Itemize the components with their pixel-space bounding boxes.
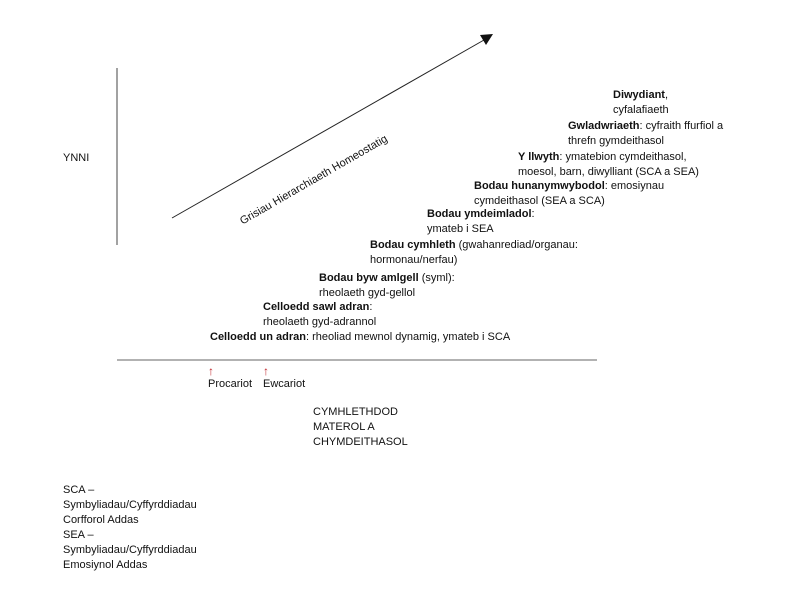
step-1: Celloedd un adran: rheoliad mewnol dynam…	[210, 331, 511, 343]
step-4: Bodau cymhleth (gwahanrediad/organau:hor…	[370, 239, 578, 266]
step-3: Bodau byw amlgell (syml):rheolaeth gyd-g…	[319, 272, 455, 299]
marker-ewcariot: Ewcariot	[263, 378, 306, 390]
up-arrow-icon: ↑	[263, 364, 269, 378]
marker-procariot: Procariot	[208, 378, 253, 390]
step-7: Y llwyth: ymatebion cymdeithasol,moesol,…	[518, 151, 699, 178]
energy-label: YNNI	[63, 152, 90, 164]
hierarchy-arrow	[171, 39, 485, 219]
step-5: Bodau ymdeimladol:ymateb i SEA	[427, 208, 535, 235]
step-2: Celloedd sawl adran:rheolaeth gyd-adrann…	[263, 301, 377, 328]
step-9: Diwydiant,cyfalafiaeth	[613, 89, 669, 116]
arrowhead-icon	[480, 34, 493, 45]
up-arrow-icon: ↑	[208, 364, 214, 378]
